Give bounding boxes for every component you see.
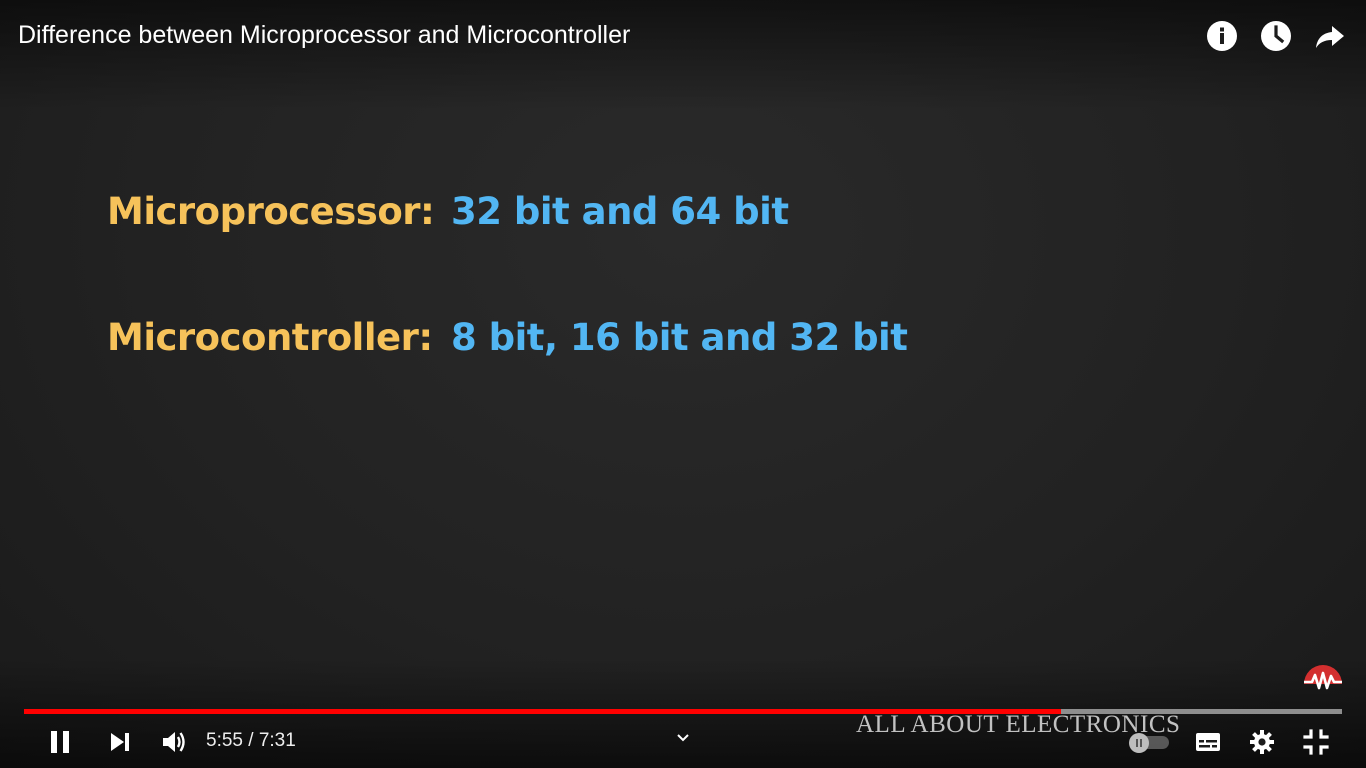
autoplay-knob: [1129, 733, 1149, 753]
top-gradient: [0, 0, 1366, 110]
share-button[interactable]: [1314, 16, 1346, 56]
watermark-text: ALL ABOUT ELECTRONICS: [856, 711, 1181, 738]
slide-label: Microcontroller:: [107, 316, 433, 359]
video-title[interactable]: Difference between Microprocessor and Mi…: [18, 21, 631, 49]
info-button[interactable]: [1206, 16, 1238, 56]
time-display: 5:55 / 7:31: [206, 730, 296, 751]
share-icon: [1316, 26, 1344, 48]
exit-fullscreen-icon: [1303, 729, 1329, 755]
next-icon: [111, 733, 129, 751]
slide-row-microprocessor: Microprocessor: 32 bit and 64 bit: [107, 190, 789, 233]
top-actions: [1206, 16, 1346, 56]
settings-button[interactable]: [1244, 722, 1280, 762]
pause-icon: [51, 731, 69, 753]
progress-played: [24, 709, 1062, 714]
pause-small-icon: [1136, 739, 1142, 747]
progress-bar[interactable]: [24, 706, 1342, 716]
autoplay-toggle[interactable]: [1129, 733, 1169, 753]
info-icon: [1207, 21, 1237, 51]
subtitles-button[interactable]: [1190, 722, 1226, 762]
settings-icon: [1250, 730, 1274, 754]
slide-label: Microprocessor:: [107, 190, 435, 233]
pause-button[interactable]: [40, 722, 80, 762]
subtitles-icon: [1196, 733, 1220, 751]
exit-fullscreen-button[interactable]: [1298, 722, 1334, 762]
chevron-down-icon: [677, 734, 689, 742]
chevron-button[interactable]: [670, 718, 696, 758]
watch-later-icon: [1261, 21, 1291, 51]
slide-row-microcontroller: Microcontroller: 8 bit, 16 bit and 32 bit: [107, 316, 908, 359]
volume-icon: [163, 732, 185, 752]
next-button[interactable]: [102, 722, 138, 762]
slide-value: 8 bit, 16 bit and 32 bit: [451, 316, 908, 359]
volume-button[interactable]: [156, 722, 192, 762]
slide-value: 32 bit and 64 bit: [451, 190, 789, 233]
channel-logo-icon[interactable]: [1302, 656, 1344, 692]
watch-later-button[interactable]: [1260, 16, 1292, 56]
control-bar: 5:55 / 7:31: [0, 718, 1366, 766]
